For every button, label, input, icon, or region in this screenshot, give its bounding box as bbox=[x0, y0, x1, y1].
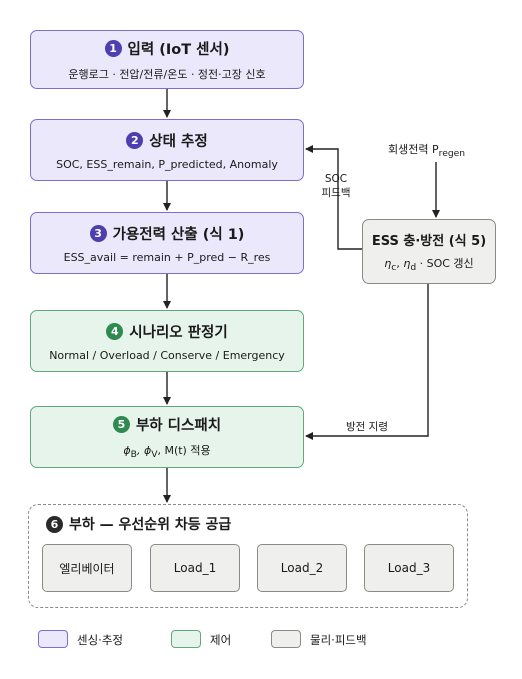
load-2: Load_2 bbox=[257, 544, 347, 592]
loads-group-title: 6 부하 — 우선순위 차등 공급 bbox=[46, 514, 231, 534]
step4-scenario-decider-box: 4 시나리오 판정기 Normal / Overload / Conserve … bbox=[30, 310, 304, 372]
step5-subtitle: ϕB, ϕV, M(t) 적용 bbox=[123, 443, 211, 461]
step2-subtitle: SOC, ESS_remain, P_predicted, Anomaly bbox=[56, 157, 278, 171]
step1-subtitle: 운행로그 · 전압/전류/온도 · 정전·고장 신호 bbox=[68, 67, 266, 81]
step3-title: 가용전력 산출 (식 1) bbox=[112, 226, 245, 243]
step6-number-badge: 6 bbox=[46, 515, 63, 533]
step5-number-badge: 5 bbox=[112, 415, 130, 433]
load-3: Load_3 bbox=[364, 544, 454, 592]
step3-subtitle: ESS_avail = remain + P_pred − R_res bbox=[63, 250, 271, 264]
ess-subtitle: ηc, ηd · SOC 갱신 bbox=[384, 256, 474, 274]
loads-group-container bbox=[28, 504, 468, 608]
step1-number-badge: 1 bbox=[104, 39, 122, 57]
arrow-discharge-command bbox=[305, 284, 429, 440]
step4-subtitle: Normal / Overload / Conserve / Emergency bbox=[49, 348, 285, 362]
step1-title: 입력 (IoT 센서) bbox=[127, 41, 230, 58]
arrow-soc-feedback bbox=[305, 145, 362, 250]
step4-title: 시나리오 판정기 bbox=[129, 324, 228, 341]
step2-state-estimation-box: 2 상태 추정 SOC, ESS_remain, P_predicted, An… bbox=[30, 119, 304, 181]
step2-title: 상태 추정 bbox=[149, 133, 208, 150]
legend-label-sensing: 센싱·추정 bbox=[77, 633, 123, 647]
discharge-command-label: 방전 지령 bbox=[346, 421, 388, 433]
legend-label-control: 제어 bbox=[210, 633, 232, 647]
legend-label-physical: 물리·피드백 bbox=[310, 633, 367, 647]
step5-load-dispatch-box: 5 부하 디스패치 ϕB, ϕV, M(t) 적용 bbox=[30, 406, 304, 468]
legend-swatch-control bbox=[171, 630, 201, 648]
legend-swatch-sensing bbox=[38, 630, 68, 648]
soc-feedback-label: SOC 피드백 bbox=[321, 173, 351, 200]
load-1: Load_1 bbox=[150, 544, 240, 592]
step3-available-power-box: 3 가용전력 산출 (식 1) ESS_avail = remain + P_p… bbox=[30, 212, 304, 274]
step4-number-badge: 4 bbox=[106, 322, 124, 340]
step2-number-badge: 2 bbox=[126, 131, 144, 149]
ess-title: ESS 충·방전 (식 5) bbox=[371, 233, 487, 249]
regen-power-label: 회생전력 Pregen bbox=[388, 143, 466, 160]
ess-charge-discharge-box: ESS 충·방전 (식 5) ηc, ηd · SOC 갱신 bbox=[362, 219, 496, 284]
legend-swatch-physical bbox=[271, 630, 301, 648]
step3-number-badge: 3 bbox=[89, 224, 107, 242]
step1-input-box: 1 입력 (IoT 센서) 운행로그 · 전압/전류/온도 · 정전·고장 신호 bbox=[30, 30, 304, 89]
load-elevator: 엘리베이터 bbox=[42, 544, 132, 592]
step5-title: 부하 디스패치 bbox=[135, 417, 222, 434]
